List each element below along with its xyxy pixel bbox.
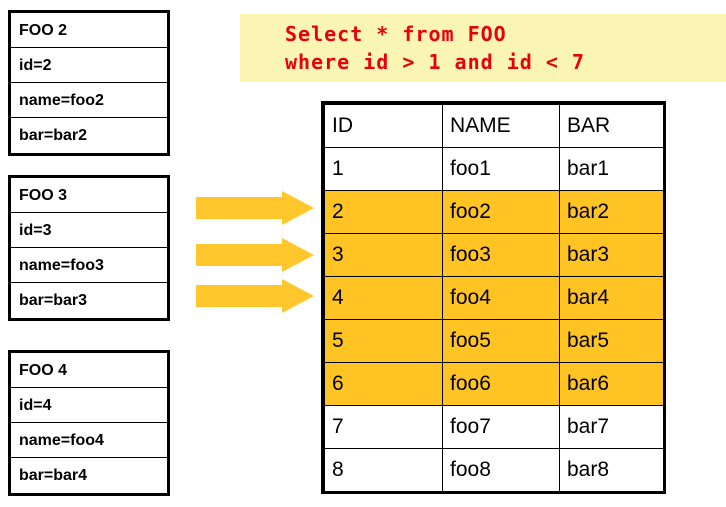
sql-query-line-1: Select * from FOO xyxy=(285,22,507,46)
cell-name: foo4 xyxy=(442,276,560,320)
object-card-field-bar: bar=bar2 xyxy=(19,127,88,144)
cell-name: foo6 xyxy=(442,362,560,406)
cell-id: 6 xyxy=(324,362,443,406)
table-row: 6 foo6 bar6 xyxy=(324,362,664,406)
object-card-field-bar: bar=bar3 xyxy=(19,292,88,309)
cell-bar: bar5 xyxy=(559,319,664,363)
cell-name: foo7 xyxy=(442,405,560,449)
object-card-field-bar: bar=bar4 xyxy=(19,467,88,484)
right-arrow-icon xyxy=(196,191,314,225)
column-header-name: NAME xyxy=(442,104,560,148)
object-card-field-name: name=foo4 xyxy=(11,423,167,458)
cell-id: 2 xyxy=(324,190,443,234)
right-arrow-icon xyxy=(196,279,314,313)
sql-query-line-2: where id > 1 and id < 7 xyxy=(285,50,585,74)
cell-bar: bar4 xyxy=(559,276,664,320)
table-row: 3 foo3 bar3 xyxy=(324,233,664,277)
object-card-field-id: id=2 xyxy=(11,48,167,83)
object-card-field-id: id=3 xyxy=(11,213,167,248)
table-row: 4 foo4 bar4 xyxy=(324,276,664,320)
cell-bar: bar3 xyxy=(559,233,664,277)
cell-name: foo3 xyxy=(442,233,560,277)
column-header-id: ID xyxy=(324,104,443,148)
cell-name: foo2 xyxy=(442,190,560,234)
object-card-foo3: FOO 3 id=3 name=foo3 bar=bar3 xyxy=(8,175,170,321)
cell-bar: bar1 xyxy=(559,147,664,191)
cell-name: foo1 xyxy=(442,147,560,191)
cell-id: 3 xyxy=(324,233,443,277)
table-row: 7 foo7 bar7 xyxy=(324,405,664,449)
cell-bar: bar8 xyxy=(559,448,664,492)
table-header-row: ID NAME BAR xyxy=(324,104,664,148)
object-card-title: FOO 2 xyxy=(11,13,167,48)
cell-bar: bar2 xyxy=(559,190,664,234)
table-row: 1 foo1 bar1 xyxy=(324,147,664,191)
column-header-bar: BAR xyxy=(559,104,664,148)
table-row: 8 foo8 bar8 xyxy=(324,448,664,492)
object-card-field-name: name=foo3 xyxy=(11,248,167,283)
object-card-title: FOO 4 xyxy=(11,353,167,388)
table-row: 2 foo2 bar2 xyxy=(324,190,664,234)
cell-id: 4 xyxy=(324,276,443,320)
object-card-title: FOO 3 xyxy=(11,178,167,213)
right-arrow-icon xyxy=(196,238,314,272)
cell-bar: bar7 xyxy=(559,405,664,449)
sql-query-banner: Select * from FOO where id > 1 and id < … xyxy=(240,14,726,82)
cell-name: foo5 xyxy=(442,319,560,363)
result-table: ID NAME BAR 1 foo1 bar1 2 foo2 bar2 3 fo… xyxy=(321,101,666,494)
cell-id: 7 xyxy=(324,405,443,449)
table-row: 5 foo5 bar5 xyxy=(324,319,664,363)
cell-id: 8 xyxy=(324,448,443,492)
cell-name: foo8 xyxy=(442,448,560,492)
cell-id: 1 xyxy=(324,147,443,191)
object-card-foo2: FOO 2 id=2 name=foo2 bar=bar2 xyxy=(8,10,170,156)
cell-id: 5 xyxy=(324,319,443,363)
object-card-field-name: name=foo2 xyxy=(11,83,167,118)
object-card-foo4: FOO 4 id=4 name=foo4 bar=bar4 xyxy=(8,350,170,496)
cell-bar: bar6 xyxy=(559,362,664,406)
object-card-field-id: id=4 xyxy=(11,388,167,423)
